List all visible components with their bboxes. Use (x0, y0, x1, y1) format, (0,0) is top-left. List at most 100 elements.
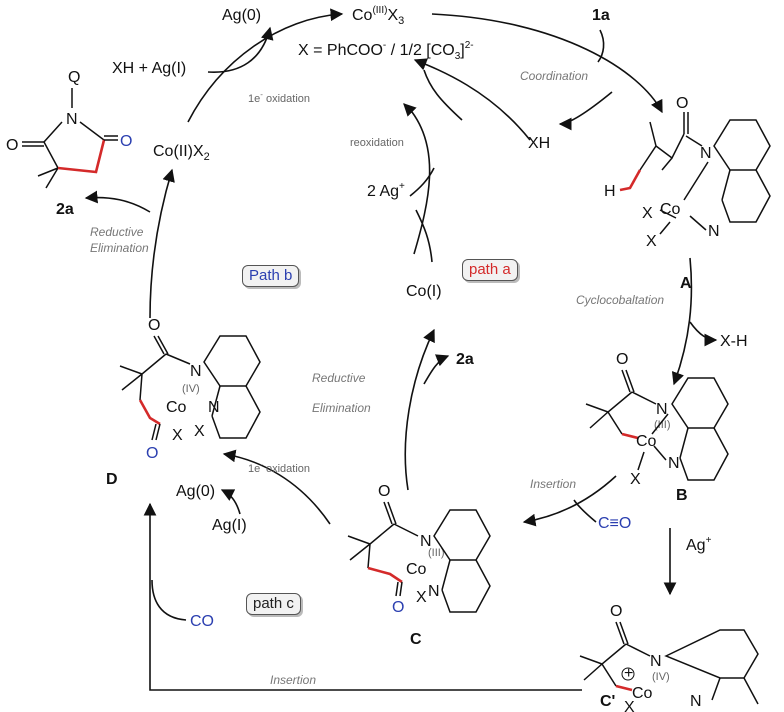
product-2a-mid: 2a (456, 351, 474, 368)
svg-text:N: N (690, 693, 702, 710)
svg-text:X: X (642, 205, 653, 222)
silver-plus-feed (409, 167, 435, 197)
carbon-monoxide-left: CO (190, 613, 214, 630)
svg-text:N: N (650, 653, 662, 670)
co-mid-feed-curve (573, 499, 597, 523)
xh-plus-silver-i: XH + Ag(I) (112, 60, 186, 77)
oxidation-c-to-d-arrow (222, 449, 331, 525)
svg-text:O: O (610, 603, 622, 620)
svg-text:O: O (616, 351, 628, 368)
silver-zero-top: Ag(0) (222, 7, 261, 24)
svg-text:O: O (120, 133, 132, 150)
coordination-arrow (431, 13, 663, 114)
svg-text:Co: Co (166, 399, 187, 416)
svg-text:Q: Q (68, 69, 80, 86)
svg-text:(IV): (IV) (652, 671, 670, 683)
reductive-elimination-c-arrow (404, 328, 435, 491)
xh-byproduct: X-H (720, 333, 748, 350)
svg-text:+: + (624, 665, 633, 682)
silver-i-low: Ag(I) (212, 517, 247, 534)
silver-reduction-arrow (220, 489, 241, 515)
svg-text:N: N (700, 145, 712, 162)
path-a-tag: path a (462, 259, 518, 281)
svg-text:O: O (378, 483, 390, 500)
svg-text:N: N (66, 111, 78, 128)
svg-text:X: X (646, 233, 657, 250)
svg-text:O: O (6, 137, 18, 154)
svg-text:N: N (656, 401, 668, 418)
x-definition: X = PhCOO- / 1/2 [CO3]2- (298, 40, 474, 62)
insertion-label-bottom: Insertion (270, 673, 316, 687)
inner-arc-top (423, 69, 463, 121)
product-2a-release-arrow (423, 354, 450, 385)
substrate-entry-curve (597, 29, 605, 63)
oxidation-arc-arrow (187, 8, 344, 123)
reductive-elimination-mid-1: Reductive (312, 371, 366, 385)
svg-text:X = PhCOO- / 1/2 [CO3]2-: X = PhCOO- / 1/2 [CO3]2- (298, 40, 474, 62)
svg-text:N: N (208, 399, 220, 416)
label-b: B (676, 487, 688, 504)
svg-text:N: N (668, 455, 680, 472)
reoxidation-arc (413, 58, 531, 141)
label-c: C (410, 631, 422, 648)
silver-oxidation-arrow (207, 26, 274, 73)
path-c-tag: path c (246, 593, 301, 615)
svg-text:N: N (190, 363, 202, 380)
svg-text:(III): (III) (654, 419, 671, 431)
co1-up-curve (415, 209, 433, 263)
label-d: D (106, 471, 118, 488)
svg-text:Co: Co (406, 561, 427, 578)
complex-a: H O N Co X X N A (604, 95, 771, 292)
svg-text:O: O (676, 95, 688, 112)
label-a: A (680, 275, 692, 292)
svg-text:O: O (392, 599, 404, 616)
co-feed-curve (151, 579, 187, 621)
svg-text:(III): (III) (428, 547, 445, 559)
complex-c: O O N Co (III) X N C (347, 483, 491, 648)
succinimide-product: Q N O O (6, 69, 132, 189)
xh-product: XH (528, 135, 550, 152)
oxidation-label-top: 1e- oxidation (248, 90, 310, 105)
reoxidation-label: reoxidation (350, 137, 404, 149)
svg-text:N: N (708, 223, 720, 240)
reductive-elimination-left-1: Reductive (90, 225, 144, 239)
cyclocobaltation-arrow (671, 257, 693, 386)
cyclocobaltation-label: Cyclocobaltation (576, 293, 664, 307)
svg-text:X: X (194, 423, 205, 440)
svg-text:H: H (604, 183, 616, 200)
substrate-1a: 1a (592, 7, 610, 24)
insertion-b-to-c-arrow (522, 475, 617, 527)
svg-text:O: O (148, 317, 160, 334)
product-2a-left-arrow (84, 190, 151, 213)
svg-text:Co: Co (632, 685, 653, 702)
coordination-label: Coordination (520, 69, 588, 83)
svg-text:O: O (146, 445, 158, 462)
svg-text:Co: Co (660, 201, 681, 218)
silver-plus-b: Ag+ (686, 535, 712, 554)
svg-text:N: N (428, 583, 440, 600)
insertion-path-c-arrow (143, 502, 582, 691)
carbon-monoxide-mid: C≡O (598, 515, 631, 532)
svg-text:Co: Co (636, 433, 657, 450)
xh-loss-arrow (689, 321, 718, 347)
svg-text:X: X (624, 699, 635, 712)
svg-text:N: N (420, 533, 432, 550)
complex-d: O O N Co (IV) X X N D (106, 317, 261, 488)
oxidation-label-low: 1e- oxidation (248, 460, 310, 475)
complex-b: O N Co (III) X N B (585, 351, 729, 504)
insertion-label-mid: Insertion (530, 477, 576, 491)
svg-text:X: X (416, 589, 427, 606)
reoxidation-left-curve (411, 111, 431, 255)
path-b-tag: Path b (242, 265, 300, 287)
complex-c-prime: O + N Co (IV) X N C' (579, 603, 759, 712)
svg-text:X: X (172, 427, 183, 444)
reductive-elimination-d-arrow (149, 168, 175, 319)
silver-zero-low: Ag(0) (176, 483, 215, 500)
reductive-elimination-mid-2: Elimination (312, 401, 371, 415)
svg-text:(IV): (IV) (182, 383, 200, 395)
xh-release-arrow (558, 91, 613, 131)
svg-text:Co(III)X3: Co(III)X3 (352, 5, 404, 27)
product-2a-left: 2a (56, 201, 74, 218)
silver-plus-reagent: 2 Ag+ (367, 181, 405, 200)
